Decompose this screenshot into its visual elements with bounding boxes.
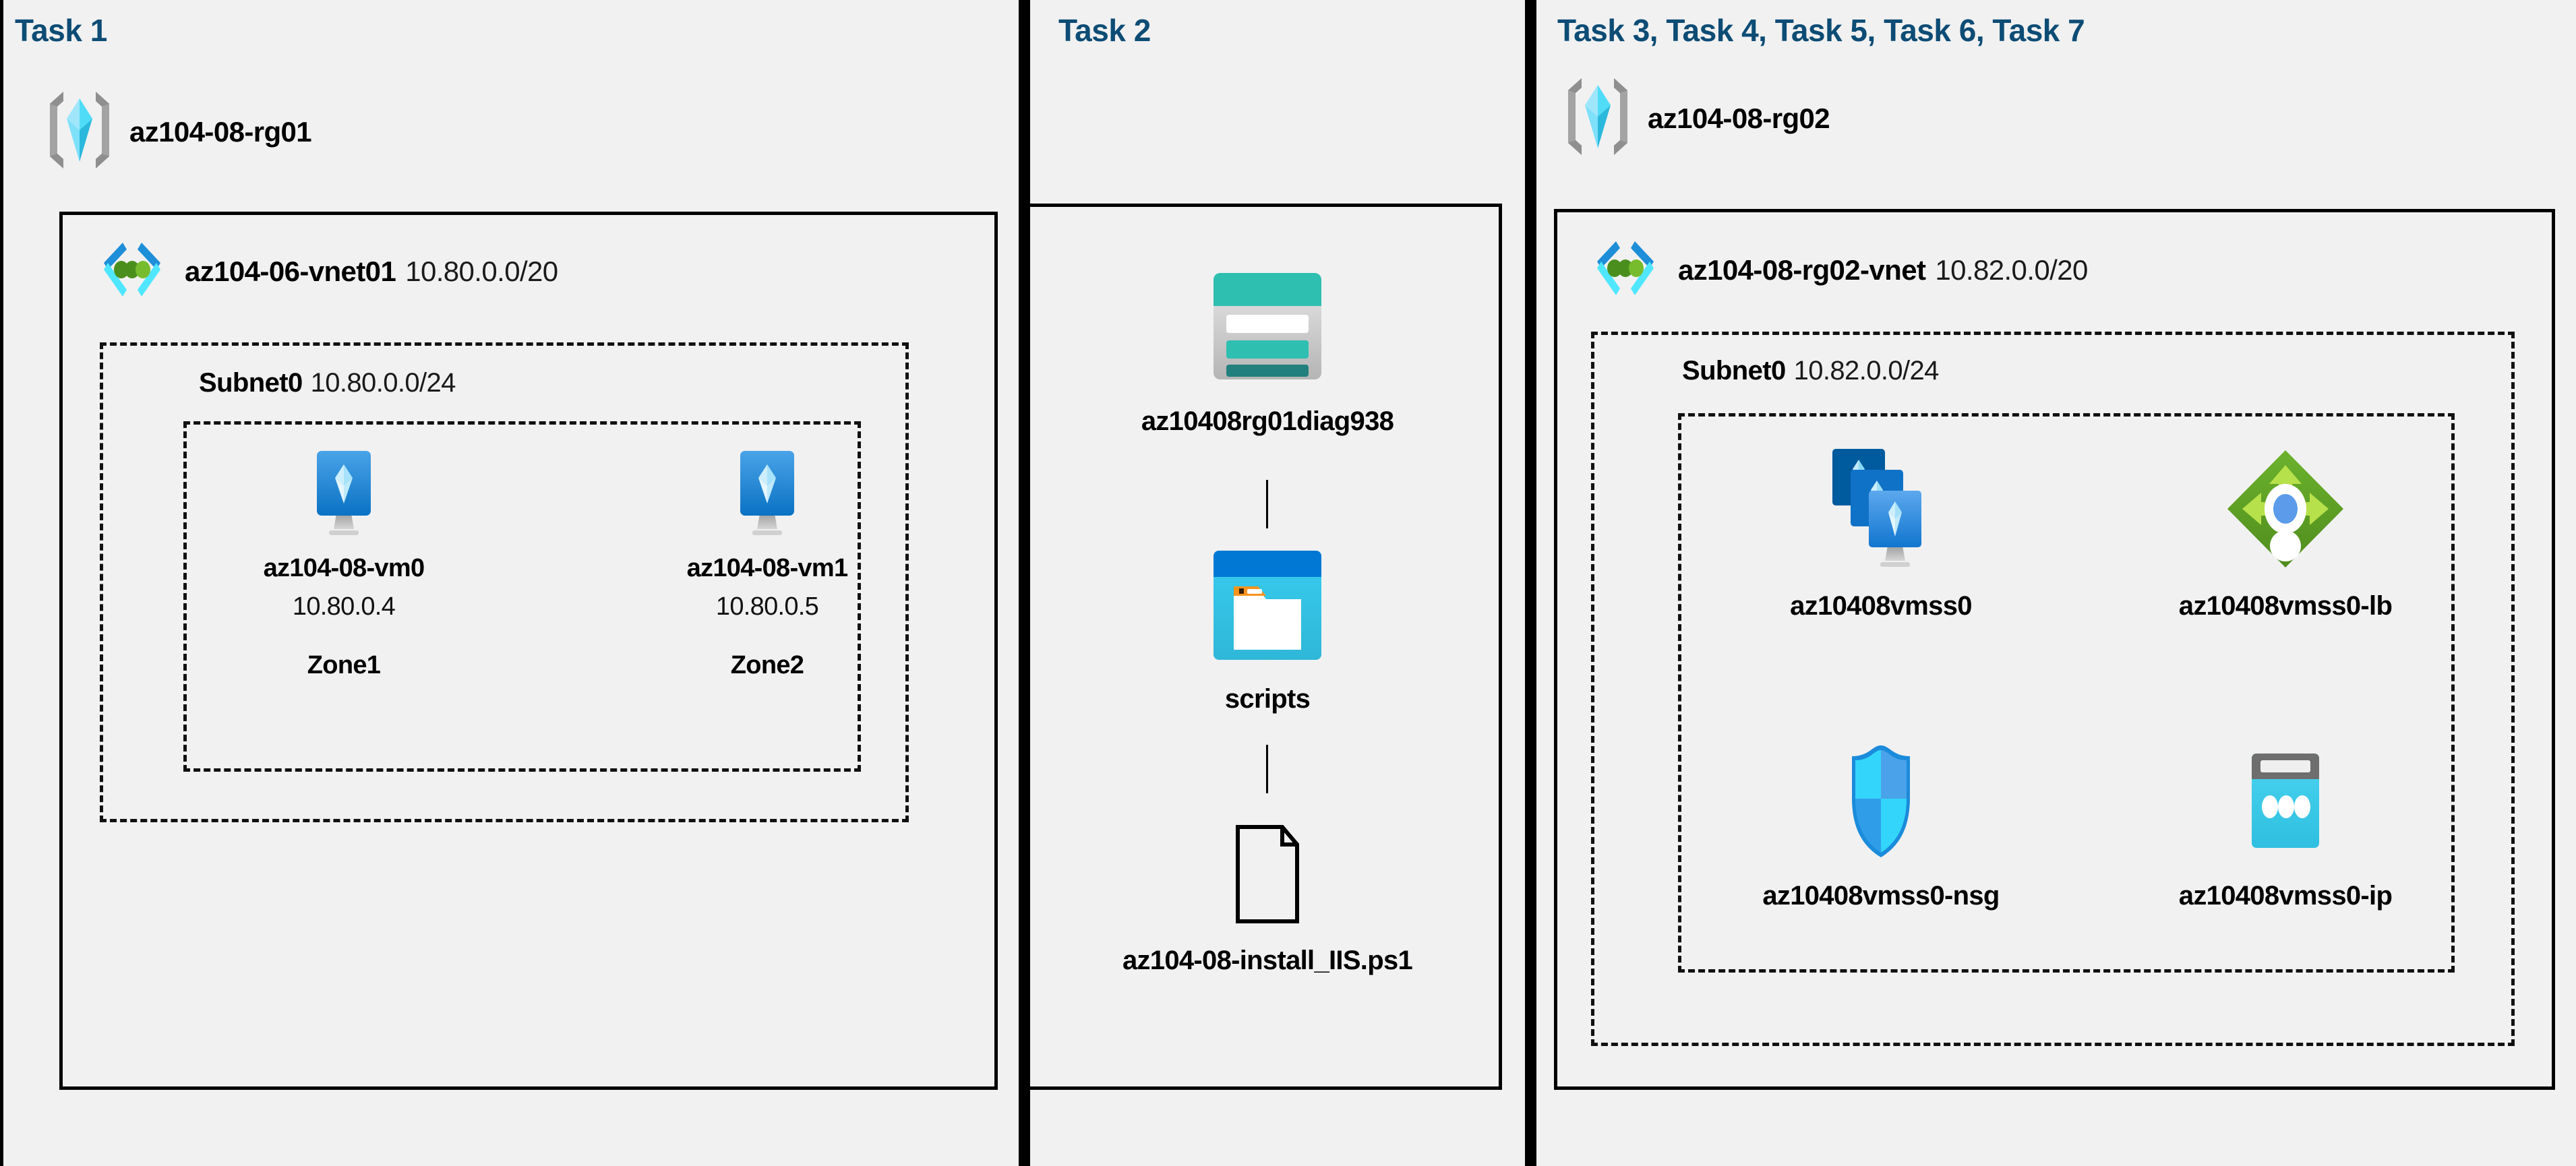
panel-3-vnet-header: az104-08-rg02-vnet 10.82.0.0/20 xyxy=(1588,236,2088,304)
panel-2-connector-container-to-file xyxy=(1266,745,1268,793)
panel-1-vm-0-zone: Zone1 xyxy=(307,651,381,679)
panel-3-resource-group-header: az104-08-rg02 xyxy=(1564,75,1830,161)
network-security-group-icon xyxy=(1837,741,1925,866)
panel-3-resources-box xyxy=(1678,413,2455,973)
panel-1-vnet-name: az104-06-vnet01 xyxy=(185,255,396,287)
panel-1-task-label: Task 1 xyxy=(15,13,107,48)
load-balancer-icon xyxy=(2221,445,2350,576)
panel-1-vm-1-zone: Zone2 xyxy=(730,651,804,679)
panel-1-vm-1[interactable]: az104-08-vm1 10.80.0.5 Zone2 xyxy=(686,447,848,680)
panel-3-vnet-name: az104-08-rg02-vnet xyxy=(1678,253,1926,286)
script-file-icon xyxy=(1230,824,1305,928)
panel-3-vm-scale-set[interactable]: az10408vmss0 xyxy=(1749,445,2012,621)
panel-1-vm-1-name: az104-08-vm1 xyxy=(686,554,848,582)
panel-1-subnet-cidr: 10.80.0.0/24 xyxy=(310,368,456,398)
panel-2-script-file[interactable]: az104-08-install_IIS.ps1 xyxy=(1106,824,1429,976)
panel-1-left-edge xyxy=(0,0,3,1166)
panel-3-network-security-group[interactable]: az10408vmss0-nsg xyxy=(1726,741,2036,911)
panel-3-load-balancer[interactable]: az10408vmss0-lb xyxy=(2144,445,2427,621)
panel-1-subnet-box xyxy=(100,342,909,822)
resource-group-icon xyxy=(1564,75,1631,161)
panel-1-vm-0[interactable]: az104-08-vm0 10.80.0.4 Zone1 xyxy=(264,447,425,680)
virtual-network-icon xyxy=(94,237,170,305)
panel-3-task-label: Task 3, Task 4, Task 5, Task 6, Task 7 xyxy=(1557,13,2085,48)
panel-1-resource-group-name: az104-08-rg01 xyxy=(129,115,312,148)
panel-1-vm-0-name: az104-08-vm0 xyxy=(263,554,425,582)
panel-2-task-label: Task 2 xyxy=(1058,13,1151,48)
panel-2-script-file-name: az104-08-install_IIS.ps1 xyxy=(1122,946,1413,975)
panel-2-storage-account[interactable]: az10408rg01diag938 xyxy=(1136,270,1399,437)
panel-2-connector-storage-to-container xyxy=(1266,480,1268,528)
panel-1-vnet-header: az104-06-vnet01 10.80.0.0/20 xyxy=(94,237,558,305)
panel-3-subnet-name: Subnet0 xyxy=(1682,356,1786,386)
panel-1-vm-1-ip: 10.80.0.5 xyxy=(715,592,819,621)
vm-scale-set-icon xyxy=(1820,445,1942,576)
panel-3-resource-group-name: az104-08-rg02 xyxy=(1648,102,1830,134)
panel-2-blob-container-name: scripts xyxy=(1224,684,1311,714)
panel-3-vnet-box xyxy=(1554,209,2555,1090)
panel-3-public-ip[interactable]: az10408vmss0-ip xyxy=(2144,741,2427,911)
panel-1-resource-group-header: az104-08-rg01 xyxy=(46,89,312,175)
public-ip-address-icon xyxy=(2235,741,2336,866)
storage-account-icon xyxy=(1206,270,1329,389)
virtual-network-icon xyxy=(1588,236,1663,304)
panel-divider-2 xyxy=(1525,0,1536,1166)
panel-1-subnet-name: Subnet0 xyxy=(199,368,303,398)
panel-divider-1 xyxy=(1019,0,1030,1166)
panel-1-vnet-box xyxy=(59,212,998,1090)
panel-3-vnet-cidr: 10.82.0.0/20 xyxy=(1935,253,2088,286)
panel-3-subnet-cidr: 10.82.0.0/24 xyxy=(1793,356,1940,386)
panel-3-network-security-group-name: az10408vmss0-nsg xyxy=(1762,881,2000,911)
panel-2-storage-account-name: az10408rg01diag938 xyxy=(1141,406,1394,436)
virtual-machine-icon xyxy=(305,447,383,539)
panel-3-public-ip-name: az10408vmss0-ip xyxy=(2178,881,2393,911)
virtual-machine-icon xyxy=(728,447,806,539)
resource-group-icon xyxy=(46,89,113,175)
panel-3-load-balancer-name: az10408vmss0-lb xyxy=(2178,591,2393,621)
panel-2-blob-container[interactable]: scripts xyxy=(1187,547,1348,714)
panel-1-vm-0-ip: 10.80.0.4 xyxy=(292,592,396,621)
blob-container-icon xyxy=(1205,547,1329,667)
panel-3-vm-scale-set-name: az10408vmss0 xyxy=(1790,591,1972,621)
panel-3-subnet-box xyxy=(1591,332,2515,1046)
panel-1-zones-box xyxy=(183,421,861,772)
panel-1-vnet-cidr: 10.80.0.0/20 xyxy=(405,255,558,287)
